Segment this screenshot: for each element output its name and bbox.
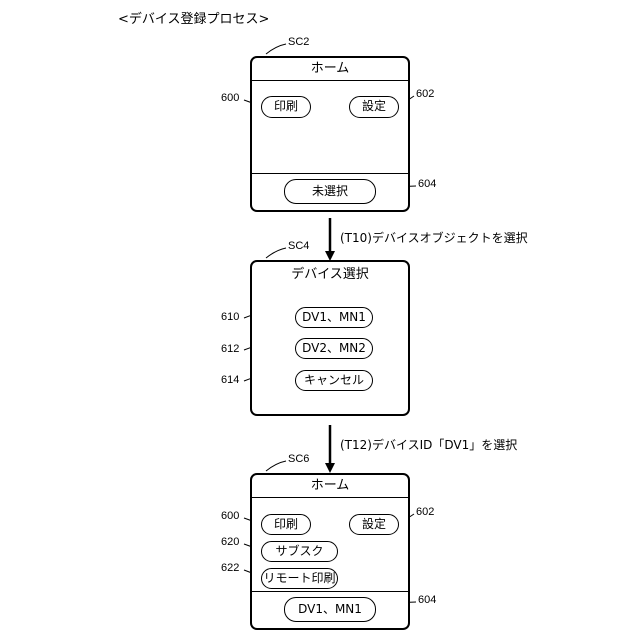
sc6-ref-subscribe: 620 <box>221 536 239 548</box>
diagram-title: <デバイス登録プロセス> <box>118 8 269 27</box>
sc4-ref-option1: 610 <box>221 311 239 323</box>
sc6-ref-remote-print: 622 <box>221 562 239 574</box>
sc4-option-dv1[interactable]: DV1、MN1 <box>295 307 373 328</box>
sc6-header: ホーム <box>252 475 408 498</box>
sc6-tag: SC6 <box>288 453 309 465</box>
sc6-tag-pointer <box>266 461 286 471</box>
sc6-ref-settings: 602 <box>416 506 434 518</box>
sc6-subscribe-button[interactable]: サブスク <box>261 541 338 562</box>
sc2-tag-pointer <box>266 44 286 54</box>
sc4-cancel-button[interactable]: キャンセル <box>295 370 373 391</box>
sc4-tag-pointer <box>266 248 286 258</box>
sc6-remote-print-button[interactable]: リモート印刷 <box>261 568 338 589</box>
sc2-ref-settings: 602 <box>416 88 434 100</box>
sc6-ref-print: 600 <box>221 510 239 522</box>
screen-sc4-device-select: デバイス選択 DV1、MN1 DV2、MN2 キャンセル <box>250 260 410 416</box>
sc4-tag: SC4 <box>288 240 309 252</box>
transition-label-t12: (T12)デバイスID「DV1」を選択 <box>340 436 517 453</box>
screen-sc6-home: ホーム 印刷 設定 サブスク リモート印刷 DV1、MN1 <box>250 473 410 630</box>
sc2-device-button[interactable]: 未選択 <box>284 179 376 204</box>
sc2-ref-print: 600 <box>221 92 239 104</box>
sc6-ref-device: 604 <box>418 594 436 606</box>
sc4-ref-option3: 614 <box>221 374 239 386</box>
sc4-ref-option2: 612 <box>221 343 239 355</box>
sc2-header: ホーム <box>252 58 408 81</box>
sc2-print-button[interactable]: 印刷 <box>261 96 311 118</box>
sc2-settings-button[interactable]: 設定 <box>349 96 399 118</box>
sc6-settings-button[interactable]: 設定 <box>349 514 399 535</box>
sc6-print-button[interactable]: 印刷 <box>261 514 311 535</box>
sc6-device-button[interactable]: DV1、MN1 <box>284 597 376 622</box>
screen-sc2-home: ホーム 印刷 設定 未選択 <box>250 56 410 212</box>
sc2-footer: 未選択 <box>252 173 408 210</box>
sc6-footer: DV1、MN1 <box>252 591 408 628</box>
sc4-option-dv2[interactable]: DV2、MN2 <box>295 338 373 359</box>
sc4-header: デバイス選択 <box>252 262 408 288</box>
sc2-ref-device: 604 <box>418 178 436 190</box>
sc2-tag: SC2 <box>288 36 309 48</box>
transition-label-t10: (T10)デバイスオブジェクトを選択 <box>340 229 528 246</box>
